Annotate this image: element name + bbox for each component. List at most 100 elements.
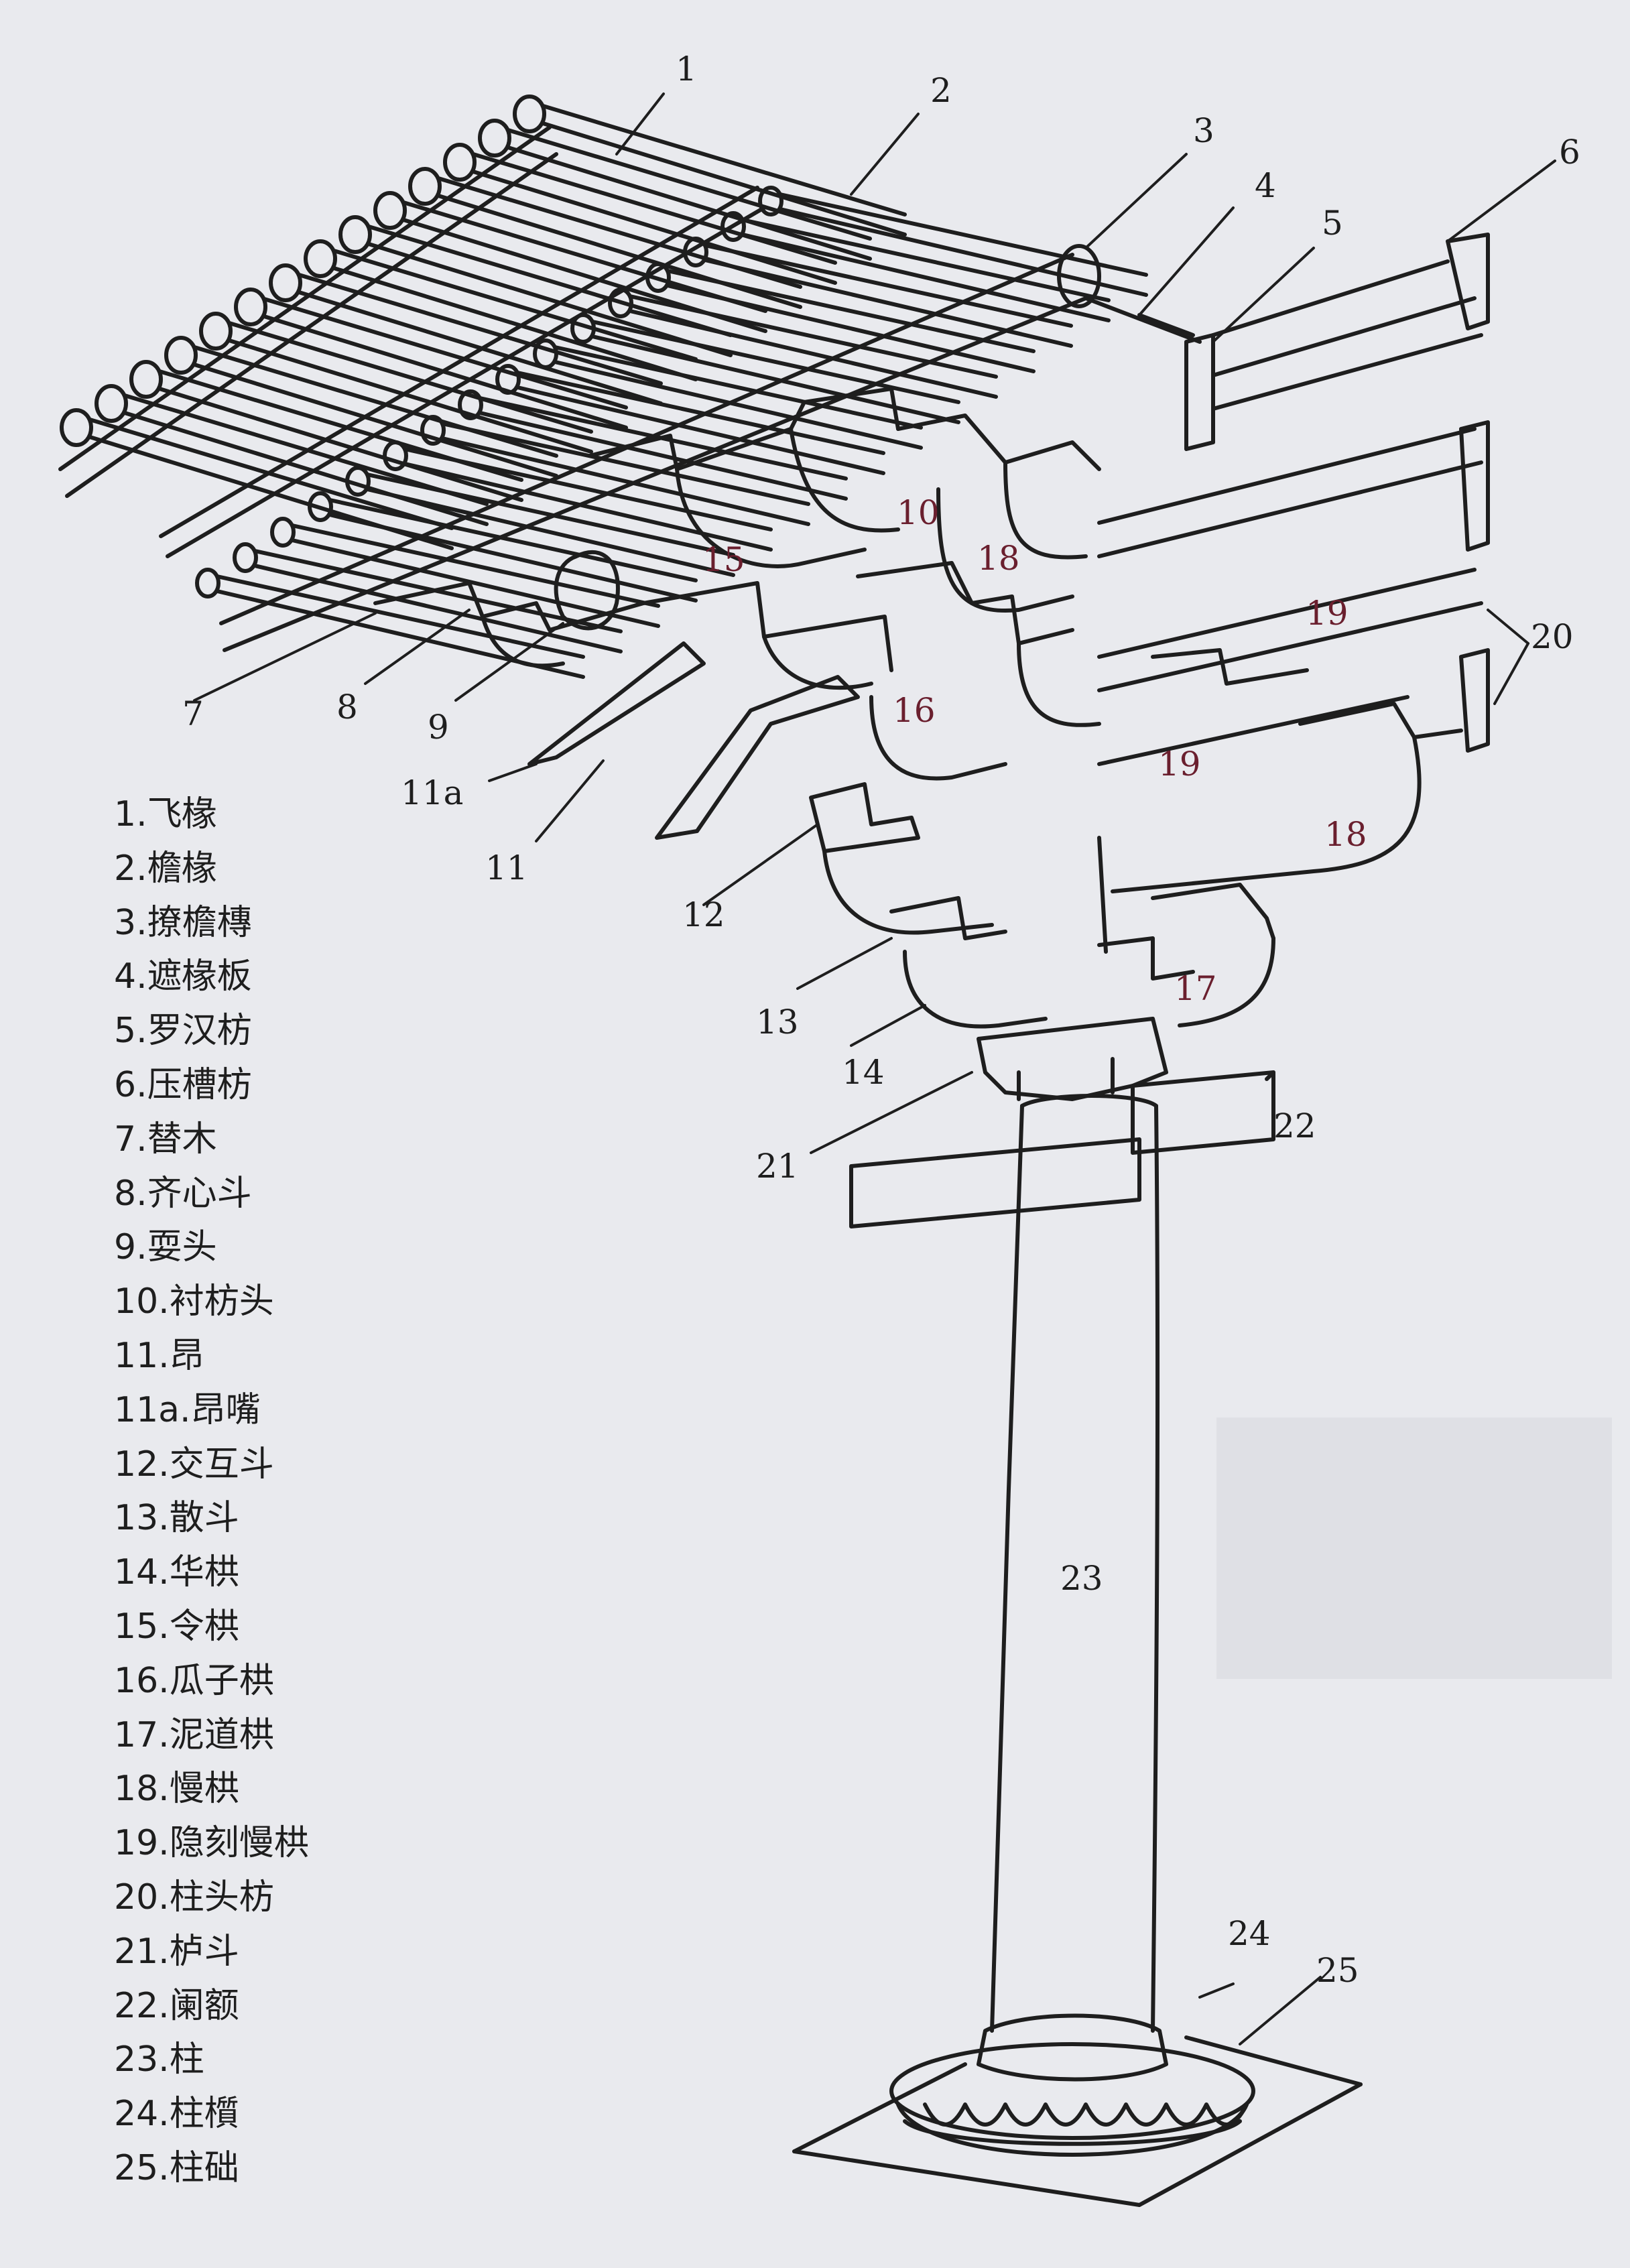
eave-rafter-end [495, 364, 521, 395]
eave-batten [159, 186, 759, 538]
luohan-fang-beam [1184, 259, 1477, 451]
flying-rafter-end [164, 336, 198, 375]
legend-item: 17.泥道栱 [114, 1714, 274, 1755]
callout-19-lower: 19 [1158, 745, 1201, 783]
eave-rafter-end [570, 313, 596, 344]
callout-14: 14 [842, 1053, 885, 1092]
flying-rafter-end [373, 191, 407, 230]
flying-rafter [471, 170, 837, 285]
callout-9: 9 [428, 708, 449, 747]
callout-23: 23 [1060, 1559, 1103, 1598]
column-shaft [990, 1094, 1160, 2033]
lan-e-architrave [849, 1070, 1275, 1228]
eave-rafter-end [420, 415, 446, 446]
callout-24: 24 [1228, 1914, 1271, 1953]
legend-item: 11.昂 [114, 1335, 204, 1376]
legend-item: 5.罗汉枋 [114, 1011, 252, 1052]
eave-rafter [553, 345, 923, 430]
flying-rafter [297, 273, 663, 385]
eave-rafter [365, 487, 735, 577]
flying-rafter-end [60, 408, 93, 447]
eave-rafter [778, 192, 1148, 277]
legend-item: 3.撩檐槫 [114, 902, 252, 943]
legend-item: 22.阑额 [114, 1985, 239, 2026]
legend-item: 23.柱 [114, 2039, 204, 2080]
flying-rafter [332, 249, 698, 361]
eave-rafter [365, 472, 735, 557]
flying-rafter [262, 297, 628, 410]
callout-18-top: 18 [977, 539, 1020, 578]
legend-item: 1.飞椽 [114, 794, 217, 834]
rafter-cover-board [1084, 296, 1202, 344]
legend-item: 14.华栱 [114, 1552, 239, 1593]
flying-rafter [541, 104, 907, 216]
callout-16: 16 [893, 691, 936, 730]
flying-rafter [192, 363, 558, 478]
eave-rafter [328, 498, 698, 582]
callout-2: 2 [930, 71, 952, 110]
flying-rafter-end [513, 94, 546, 133]
ang-lever-arm [527, 641, 860, 840]
eave-rafter [403, 462, 773, 552]
eave-rafters [195, 186, 1148, 679]
flying-rafter [541, 121, 907, 237]
eave-rafter [741, 233, 1111, 322]
eave-rafter [290, 538, 660, 628]
flying-rafter-end [129, 360, 163, 399]
flying-rafter-end [234, 288, 267, 326]
callout-21: 21 [756, 1147, 799, 1186]
legend-item: 21.栌斗 [114, 1931, 239, 1972]
eave-rafter [328, 513, 698, 603]
eave-rafter [290, 523, 660, 608]
callout-25: 25 [1316, 1951, 1359, 1990]
flying-rafter-end [304, 239, 337, 278]
legend-item: 9.耍头 [114, 1227, 217, 1268]
eave-rafter [515, 371, 885, 455]
eave-rafter-end [233, 542, 258, 573]
eave-batten [65, 152, 558, 498]
leader-lines [193, 92, 1556, 2045]
eave-rafter-end [270, 517, 296, 548]
eave-rafter-end [308, 491, 333, 522]
eave-rafter-end [345, 466, 371, 497]
eave-rafter [666, 269, 1036, 353]
eave-rafter [553, 360, 923, 450]
eave-rafter [440, 422, 810, 506]
legend-item: 24.柱櫍 [114, 2094, 239, 2135]
flying-rafters [58, 94, 907, 558]
eave-rafter [778, 207, 1148, 297]
flying-rafter [506, 145, 872, 261]
callout-8: 8 [336, 688, 358, 727]
eave-rafter [590, 320, 960, 404]
flying-rafter [332, 266, 698, 381]
eave-rafter-end [683, 237, 708, 267]
flying-rafter [367, 225, 733, 337]
callout-18-right: 18 [1324, 815, 1367, 854]
legend-item: 20.柱头枋 [114, 1877, 274, 1917]
parts-legend: 1.飞椽 2.檐椽 3.撩檐槫 4.遮椽板 5.罗汉枋 6.压槽枋 7.替木 8… [114, 788, 309, 2196]
eave-batten [58, 125, 552, 471]
eave-rafter [666, 284, 1036, 373]
callout-15: 15 [702, 540, 745, 579]
legend-item: 10.衬枋头 [114, 1281, 274, 1322]
eave-purlin [219, 244, 1101, 652]
eave-rafter [440, 436, 810, 526]
flying-rafter [367, 242, 733, 357]
callout-17: 17 [1174, 969, 1217, 1008]
eave-rafter [215, 574, 585, 659]
legend-item: 12.交互斗 [114, 1444, 274, 1485]
legend-item: 19.隐刻慢栱 [114, 1823, 309, 1864]
callout-19-upper: 19 [1306, 594, 1349, 633]
callout-13: 13 [756, 1003, 799, 1042]
eave-rafter-end [645, 262, 671, 293]
legend-item: 11a.昂嘴 [114, 1389, 261, 1430]
background-shade [1216, 1418, 1612, 1679]
column-base [889, 2042, 1255, 2157]
legend-item: 15.令栱 [114, 1606, 239, 1647]
callout-4: 4 [1255, 166, 1276, 205]
callout-11a: 11a [401, 773, 464, 812]
legend-item: 16.瓜子栱 [114, 1660, 274, 1701]
ludou-cap-block [977, 1017, 1168, 1101]
eave-rafter [253, 564, 623, 653]
